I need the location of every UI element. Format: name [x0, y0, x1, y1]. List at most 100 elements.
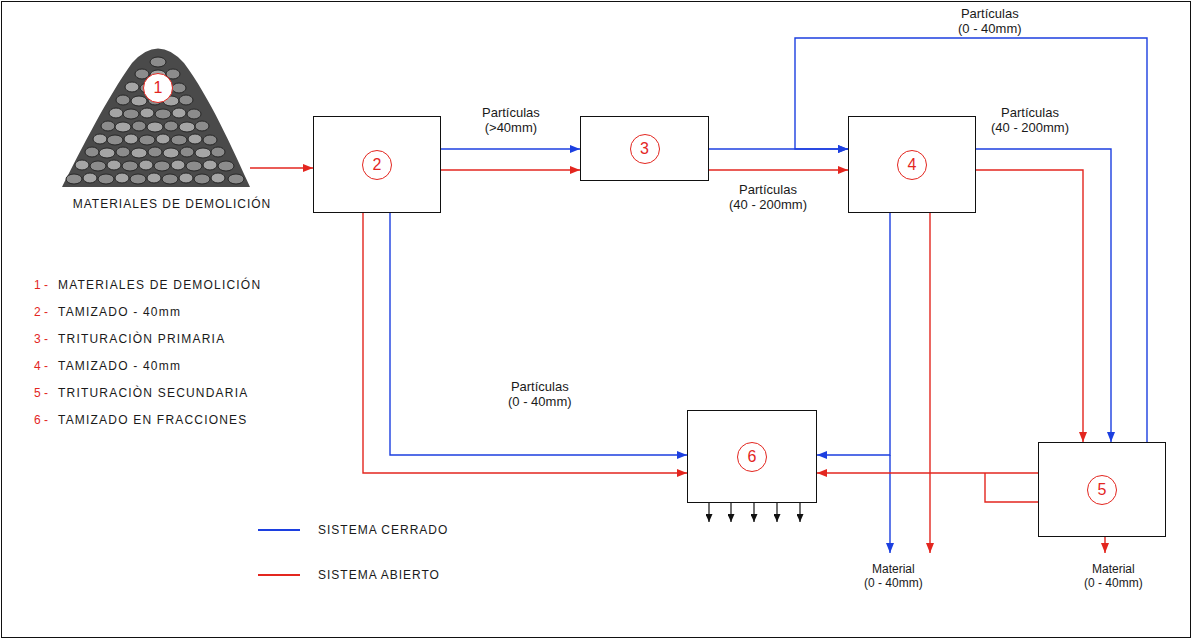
- list-text: TRITURACIÒN SECUNDARIA: [58, 386, 248, 400]
- rubble-stone: [66, 174, 82, 184]
- rubble-shape: [62, 49, 250, 188]
- rubble-stone: [195, 121, 209, 131]
- process-box: 4: [848, 116, 976, 213]
- list-number: 3 -: [34, 332, 48, 346]
- rubble-stone: [187, 109, 201, 119]
- fraction-arrow: [753, 503, 754, 522]
- rubble-stone: [130, 174, 146, 184]
- rubble-stone: [98, 174, 114, 184]
- rubble-stone: [85, 147, 99, 157]
- rubble-stone: [147, 122, 163, 132]
- edge-label: Partículas (>40mm): [480, 105, 542, 135]
- rubble-stone: [218, 161, 234, 171]
- rubble-stone: [140, 108, 154, 118]
- fraction-arrow: [730, 503, 731, 522]
- list-text: TAMIZADO - 40mm: [58, 359, 181, 373]
- flow-arrow: [441, 148, 580, 149]
- rubble-stone: [101, 121, 115, 131]
- rubble-stone: [228, 174, 244, 184]
- rubble-stone: [163, 148, 179, 158]
- edge-label: Partículas (40 - 200mm): [989, 105, 1071, 135]
- rubble-stone: [148, 147, 162, 157]
- legend-text: SISTEMA CERRADO: [318, 523, 448, 537]
- rubble-stone: [171, 160, 185, 170]
- material-pile: 1MATERIALES DE DEMOLICIÓN: [62, 38, 250, 187]
- rubble-stone: [172, 83, 186, 93]
- flow-arrow: [709, 169, 848, 170]
- rubble-stone: [90, 161, 106, 171]
- rubble-stone: [154, 161, 170, 171]
- rubble-stone: [155, 109, 171, 119]
- flow-arrow: [441, 169, 580, 170]
- legend-line: [258, 574, 300, 576]
- process-box: 3: [580, 116, 709, 181]
- rubble-stone: [164, 121, 178, 131]
- list-number: 2 -: [34, 305, 48, 319]
- rubble-stone: [156, 134, 170, 144]
- fraction-arrow: [708, 503, 709, 522]
- flow-arrow: [976, 170, 1083, 442]
- rubble-stone: [131, 96, 147, 106]
- rubble-stone: [194, 174, 210, 184]
- rubble-stone: [107, 160, 121, 170]
- rubble-stone: [93, 134, 107, 144]
- flow-arrow: [250, 167, 313, 168]
- list-text: MATERIALES DE DEMOLICIÓN: [58, 278, 261, 292]
- list-number: 5 -: [34, 386, 48, 400]
- flow-arrow: [976, 149, 1111, 442]
- rubble-stone: [203, 135, 217, 145]
- rubble-stone: [115, 173, 129, 183]
- edge-label: Partículas (40 - 200mm): [727, 182, 809, 212]
- process-box: 2: [313, 116, 441, 213]
- output-arrow: [889, 455, 890, 553]
- rubble-stone: [179, 173, 193, 183]
- callout-number: 4: [897, 150, 927, 180]
- rubble-stone: [179, 122, 195, 132]
- rubble-pile: [62, 38, 250, 187]
- callout-number: 5: [1087, 475, 1117, 505]
- rubble-stone: [123, 109, 139, 119]
- rubble-stone: [186, 161, 202, 171]
- output-arrow: [929, 213, 930, 553]
- rubble-stone: [139, 135, 155, 145]
- rubble-stone: [150, 57, 166, 67]
- rubble-stone: [75, 160, 89, 170]
- list-number: 1 -: [34, 278, 48, 292]
- fraction-arrow: [776, 503, 777, 522]
- rubble-stone: [132, 121, 146, 131]
- flow-arrow: [795, 38, 1147, 442]
- flow-arrow: [817, 472, 1038, 473]
- list-text: TRITURACIÒN PRIMARIA: [58, 332, 225, 346]
- legend-text: SISTEMA ABIERTO: [318, 568, 440, 582]
- rubble-stone: [172, 108, 186, 118]
- rubble-stone: [83, 173, 97, 183]
- rubble-stone: [116, 95, 130, 105]
- process-box: 5: [1038, 442, 1166, 537]
- rubble-shape: [66, 57, 244, 184]
- rubble-stone: [188, 134, 202, 144]
- rubble-stone: [122, 161, 138, 171]
- rubble-stone: [99, 148, 115, 158]
- rubble-stone: [139, 160, 153, 170]
- callout-number: 3: [630, 134, 660, 164]
- list-text: TAMIZADO - 40mm: [58, 305, 181, 319]
- rubble-stone: [171, 135, 187, 145]
- fraction-arrow: [799, 503, 800, 522]
- callout-number: 2: [362, 150, 392, 180]
- list-number: 6 -: [34, 413, 48, 427]
- rubble-stone: [203, 160, 217, 170]
- rubble-stone: [180, 147, 194, 157]
- edge-label: Partículas (0 - 40mm): [956, 6, 1024, 36]
- rubble-stone: [179, 95, 193, 105]
- list-text: TAMIZADO EN FRACCIONES: [58, 413, 248, 427]
- rubble-stone: [195, 148, 211, 158]
- output-label: Material (0 - 40mm): [864, 562, 923, 590]
- rubble-stone: [116, 147, 130, 157]
- rubble-stone: [125, 82, 139, 92]
- rubble-stone: [211, 147, 225, 157]
- rubble-stone: [124, 134, 138, 144]
- output-label: Material (0 - 40mm): [1084, 562, 1143, 590]
- flow-arrow: [390, 213, 687, 455]
